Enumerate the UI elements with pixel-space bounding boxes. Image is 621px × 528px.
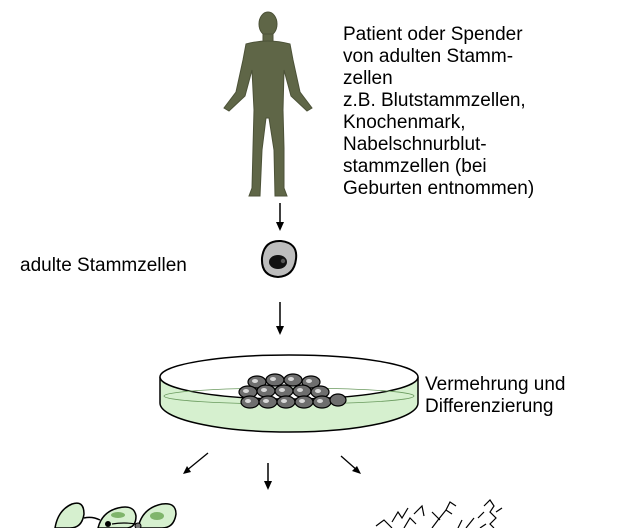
culture-line-1: Vermehrung und <box>425 374 566 396</box>
donor-line-3: zellen <box>343 68 534 90</box>
donor-line-2: von adulten Stamm- <box>343 46 534 68</box>
neuron-cells-icon <box>376 500 502 528</box>
donor-line-6: Nabelschnurblut- <box>343 134 534 156</box>
arrow-down-right <box>341 456 361 474</box>
donor-line-8: Geburten entnommen) <box>343 178 534 200</box>
stem-cell-label: adulte Stammzellen <box>20 255 187 277</box>
stem-cell-icon <box>262 241 296 277</box>
culture-description: Vermehrung und Differenzierung <box>425 374 566 418</box>
donor-line-4: z.B. Blutstammzellen, <box>343 90 534 112</box>
differentiated-cells-icon <box>55 503 176 528</box>
arrow-down-1 <box>276 203 284 231</box>
petri-dish-icon <box>160 355 418 432</box>
arrow-down-2 <box>276 302 284 335</box>
donor-description: Patient oder Spender von adulten Stamm- … <box>343 24 534 200</box>
human-figure-icon <box>224 12 312 196</box>
donor-line-7: stammzellen (bei <box>343 156 534 178</box>
donor-line-1: Patient oder Spender <box>343 24 534 46</box>
arrow-down-left <box>183 453 208 474</box>
arrow-down-center <box>264 463 272 490</box>
culture-line-2: Differenzierung <box>425 396 566 418</box>
donor-line-5: Knochenmark, <box>343 112 534 134</box>
